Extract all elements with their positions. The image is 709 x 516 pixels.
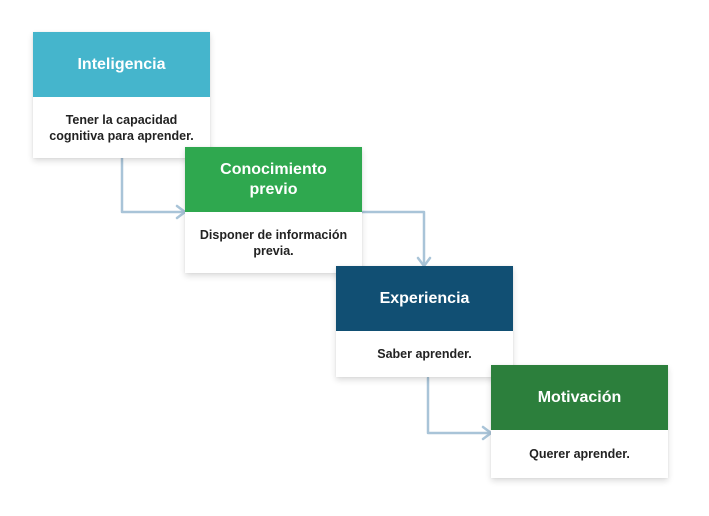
- step-description-inteligencia: Tener la capacidad cognitiva para aprend…: [33, 97, 210, 158]
- step-header-motivacion: Motivación: [491, 365, 668, 430]
- step-header-experiencia: Experiencia: [336, 266, 513, 331]
- connector-2-to-3: [360, 210, 426, 267]
- step-card-motivacion: Motivación Querer aprender.: [491, 365, 668, 478]
- step-description-motivacion: Querer aprender.: [491, 430, 668, 478]
- step-card-conocimiento-previo: Conocimiento previo Disponer de informac…: [185, 147, 362, 273]
- step-description-conocimiento-previo: Disponer de información previa.: [185, 212, 362, 273]
- step-card-inteligencia: Inteligencia Tener la capacidad cognitiv…: [33, 32, 210, 158]
- connector-1-to-2: [120, 156, 186, 214]
- step-description-experiencia: Saber aprender.: [336, 331, 513, 377]
- step-header-inteligencia: Inteligencia: [33, 32, 210, 97]
- connector-3-to-4: [426, 376, 492, 435]
- step-card-experiencia: Experiencia Saber aprender.: [336, 266, 513, 377]
- step-header-conocimiento-previo: Conocimiento previo: [185, 147, 362, 212]
